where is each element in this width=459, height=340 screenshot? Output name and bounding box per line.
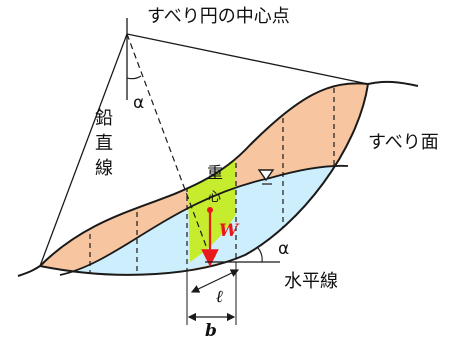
alpha-top-label: α [133,93,144,113]
radius-line-right [126,33,369,85]
slice-length-label: ℓ [216,287,223,307]
slip-surface-label: すべり面 [368,132,439,153]
circle-center-label: すべり円の中心点 [147,6,290,27]
svg-text:直: 直 [95,133,113,154]
slip-surface-arc [39,83,369,276]
water-level-icon [257,169,275,185]
weight-label: 重 心 [207,163,223,205]
slice-length-dim [190,269,240,293]
force-label: W [219,221,240,241]
ground-surface [17,80,419,277]
svg-text:線: 線 [95,158,113,179]
radius-line-slice [126,33,213,263]
alpha-arc-bottom [257,247,263,263]
center-of-gravity-dot [207,207,213,213]
water-table-line [59,164,349,276]
horizontal-line-label: 水平線 [284,271,338,292]
svg-text:心: 心 [208,190,221,205]
vertical-line-label: 鉛 直 線 [95,108,113,179]
svg-text:重: 重 [207,163,223,182]
radius-line-left [39,33,128,267]
alpha-arc-top [126,75,142,80]
soil-mass [40,83,368,275]
slice-width-label: b [205,321,217,340]
alpha-bottom-label: α [278,239,289,259]
svg-text:鉛: 鉛 [95,108,113,129]
